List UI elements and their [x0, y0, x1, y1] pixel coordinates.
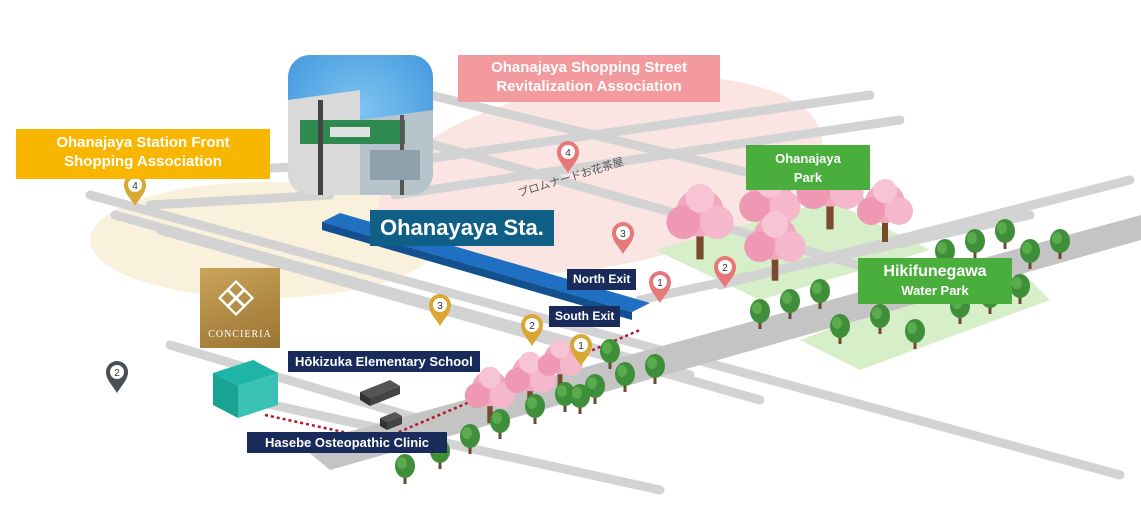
- green-tree-icon: [525, 394, 545, 424]
- concieria-logo: CONCIERIA: [200, 268, 280, 348]
- map-pin-number: 1: [657, 278, 663, 289]
- green-tree-icon: [870, 304, 890, 334]
- map-pin-icon[interactable]: 2: [521, 314, 543, 346]
- map-pin-number: 2: [529, 321, 535, 332]
- green-tree-icon: [905, 319, 925, 349]
- map-pin-icon[interactable]: 2: [714, 256, 736, 288]
- north-exit-label: North Exit: [567, 269, 637, 290]
- map-pin-number: 3: [620, 229, 626, 240]
- green-tree-icon: [995, 219, 1015, 249]
- green-tree-icon: [555, 382, 575, 412]
- school-building: [360, 380, 400, 406]
- concieria-brand-name: CONCIERIA: [208, 329, 272, 340]
- green-tree-icon: [615, 362, 635, 392]
- cherry-tree-icon: [744, 211, 806, 281]
- park-label-line-2: Park: [793, 170, 823, 185]
- map-pin-number: 4: [132, 181, 138, 192]
- cherry-tree-icon: [666, 183, 734, 260]
- green-tree-icon: [1010, 274, 1030, 304]
- map-pin-number: 2: [722, 263, 728, 274]
- green-tree-icon: [1050, 229, 1070, 259]
- green-tree-icon: [395, 454, 415, 484]
- green-tree-icon: [585, 374, 605, 404]
- marker-layer: 4 4 3 2 1 3 2 1 2: [106, 141, 736, 393]
- shopping-street-association-label: Ohanajaya Shopping Street Revitalization…: [458, 55, 720, 102]
- cherry-tree-icon: [857, 179, 913, 242]
- school-label: Hōkizuka Elementary School: [288, 351, 480, 372]
- water-park-label-line-1: Hikifunegawa: [883, 263, 987, 280]
- green-tree-icon: [460, 424, 480, 454]
- green-tree-icon: [965, 229, 985, 259]
- map-pin-number: 1: [578, 341, 584, 352]
- green-tree-icon: [600, 339, 620, 369]
- concieria-logo-icon: [217, 279, 255, 317]
- map-pin-icon[interactable]: 3: [612, 222, 634, 254]
- green-tree-icon: [490, 409, 510, 439]
- station-front-label-line-1: Ohanajaya Station Front: [56, 134, 230, 151]
- shopping-street-label-line-1: Ohanajaya Shopping Street: [491, 59, 687, 76]
- map-pin-icon[interactable]: 1: [570, 334, 592, 366]
- shopping-street-photo: [288, 55, 433, 195]
- green-tree-icon: [810, 279, 830, 309]
- ohanajaya-park-label: Ohanajaya Park: [746, 145, 870, 190]
- map-pin-icon[interactable]: 4: [557, 141, 579, 173]
- map-pin-icon[interactable]: 4: [124, 174, 146, 206]
- map-pin-icon[interactable]: 1: [649, 271, 671, 303]
- map-pin-icon[interactable]: 2: [106, 361, 128, 393]
- green-tree-icon: [1020, 239, 1040, 269]
- station-platform-side: [322, 222, 632, 320]
- green-tree-icon: [750, 299, 770, 329]
- park-label-line-1: Ohanajaya: [775, 151, 841, 166]
- map-pin-number: 2: [114, 368, 120, 379]
- water-park-label-line-2: Water Park: [901, 283, 969, 298]
- map-pin-icon[interactable]: 3: [429, 294, 451, 326]
- clinic-label: Hasebe Osteopathic Clinic: [247, 432, 447, 453]
- station-front-label-line-2: Shopping Association: [64, 153, 222, 170]
- green-tree-icon: [570, 384, 590, 414]
- green-tree-icon: [645, 354, 665, 384]
- south-exit-label: South Exit: [549, 306, 621, 327]
- concieria-building: [213, 360, 278, 418]
- station-name-label: Ohanayaya Sta.: [370, 210, 554, 246]
- green-tree-icon: [830, 314, 850, 344]
- green-tree-icon: [780, 289, 800, 319]
- map-pin-number: 4: [565, 148, 571, 159]
- water-park-label: Hikifunegawa Water Park: [858, 258, 1012, 304]
- map-pin-number: 3: [437, 301, 443, 312]
- clinic-building: [380, 412, 402, 430]
- station-front-shopping-association-label: Ohanajaya Station Front Shopping Associa…: [16, 129, 270, 179]
- cherry-tree-icon: [464, 366, 516, 424]
- shopping-street-label-line-2: Revitalization Association: [496, 78, 682, 95]
- green-tree-group: [395, 219, 1070, 484]
